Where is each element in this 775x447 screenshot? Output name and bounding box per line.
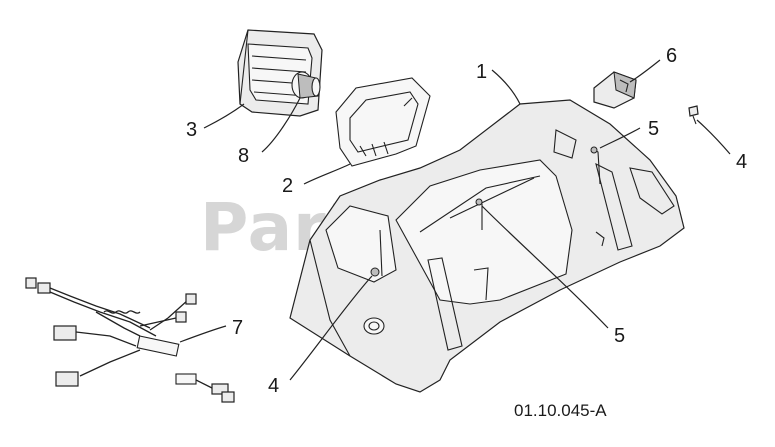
- callout-6: 6: [666, 45, 677, 67]
- screw-lower: [370, 267, 380, 277]
- bulb-socket: [291, 71, 321, 99]
- callout-3: 3: [186, 119, 197, 141]
- headlight-housing: [237, 29, 323, 117]
- document-id: 01.10.045-A: [514, 401, 607, 420]
- callout-2: 2: [282, 175, 293, 197]
- callout-8: 8: [238, 145, 249, 167]
- callout-5-upper: 5: [648, 118, 659, 140]
- light-bezel: [335, 77, 431, 167]
- switch: [593, 71, 637, 109]
- callout-1: 1: [476, 61, 487, 83]
- clip-upper: [590, 146, 601, 185]
- hood-housing: [289, 99, 685, 393]
- callout-4-lower: 4: [268, 375, 279, 397]
- wiring-harness: [25, 277, 235, 403]
- screw-upper: [688, 105, 699, 125]
- clip-lower: [475, 198, 483, 230]
- callout-7: 7: [232, 317, 243, 339]
- callout-4-upper: 4: [736, 151, 747, 173]
- callout-5-lower: 5: [614, 325, 625, 347]
- leader-lines: [179, 59, 731, 381]
